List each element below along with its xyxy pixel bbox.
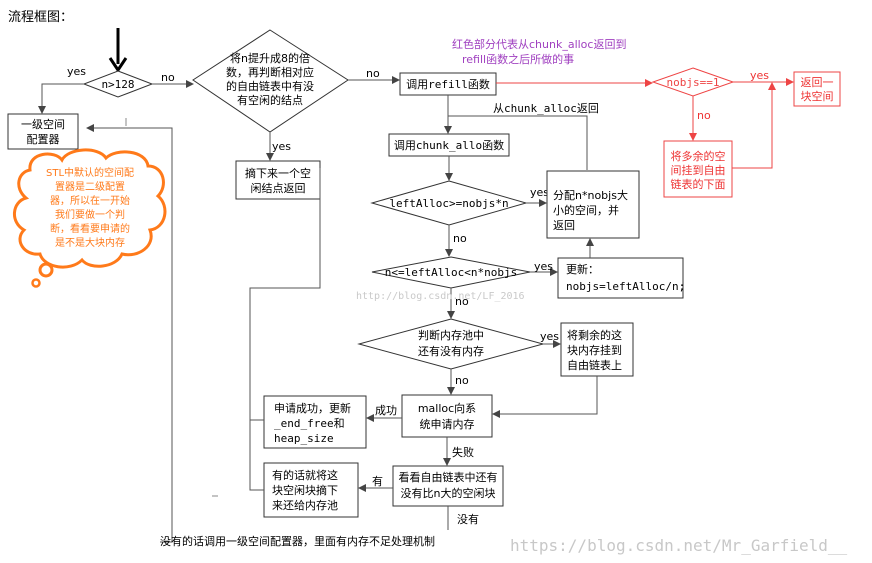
svg-text:置器是二级配置: 置器是二级配置 — [55, 181, 125, 193]
svg-text:调用chunk_allo函数: 调用chunk_allo函数 — [394, 139, 504, 152]
update-nobjs: 更新： nobjs=leftAlloc/n; — [557, 257, 685, 299]
svg-text:申请成功，更新: 申请成功，更新 — [274, 401, 351, 415]
svg-text:将剩余的这: 将剩余的这 — [567, 328, 622, 342]
watermark-center: http://blog.csdn.net/LF_2016 — [356, 291, 525, 302]
svg-text:块空间: 块空间 — [801, 89, 834, 103]
svg-text:判断内存池中: 判断内存池中 — [418, 328, 484, 342]
pool-no-label: no — [455, 374, 469, 387]
svg-text:将多余的空: 将多余的空 — [671, 149, 726, 163]
svg-text:断，看看要申请的: 断，看看要申请的 — [50, 222, 130, 235]
arrow-hang-rest-to-return — [732, 82, 776, 169]
malloc-success-label: 成功 — [375, 404, 397, 417]
svg-text:返回一: 返回一 — [801, 76, 834, 89]
decision-left-ge: leftAlloc>=nobjs*n — [370, 180, 528, 226]
alloc-n-nobjs-block: 分配n*nobjs大 小的空间，并 返回 — [546, 170, 640, 239]
svg-text:数，再判断相对应: 数，再判断相对应 — [226, 65, 314, 79]
malloc-system: malloc向系 统申请内存 — [401, 394, 493, 438]
call-chunk-alloc: 调用chunk_allo函数 — [388, 133, 510, 157]
round-up-no-label: no — [366, 67, 380, 80]
svg-text:配置器: 配置器 — [27, 133, 60, 146]
malloc-fail-label: 失败 — [452, 445, 474, 459]
svg-text:我们要做一个判: 我们要做一个判 — [55, 208, 125, 221]
left-range-no-label: no — [455, 295, 469, 308]
svg-text:leftAlloc>=nobjs*n: leftAlloc>=nobjs*n — [389, 197, 508, 210]
call-refill: 调用refill函数 — [399, 72, 497, 96]
decision-n-gt-128: n>128 — [82, 70, 154, 98]
svg-text:闲结点返回: 闲结点返回 — [251, 181, 306, 195]
chunk-return-label: 从chunk_alloc返回 — [493, 102, 599, 115]
svg-text:块空闲块摘下: 块空闲块摘下 — [272, 483, 338, 497]
red-section-note-1: 红色部分代表从chunk_alloc返回到 — [452, 37, 626, 51]
return-one-block: 返回一 块空间 — [793, 71, 841, 107]
svg-text:来还给内存池: 来还给内存池 — [272, 498, 338, 512]
round-up-yes-label: yes — [272, 140, 291, 153]
svg-text:器，所以在一开始: 器，所以在一开始 — [50, 194, 130, 207]
svg-text:分配n*nobjs大: 分配n*nobjs大 — [553, 188, 628, 202]
arrow-success-loop — [249, 168, 321, 421]
check-none-label: 没有 — [457, 512, 479, 526]
arrow-give-back-loop — [249, 420, 264, 491]
svg-text:有空闲的结点: 有空闲的结点 — [237, 93, 303, 107]
left-range-yes-label: yes — [534, 260, 553, 273]
decision-n-gt-128-label: n>128 — [101, 78, 134, 91]
nobjs-no-label: no — [697, 109, 711, 122]
svg-text:小的空间，并: 小的空间，并 — [553, 203, 619, 217]
svg-text:自由链表上: 自由链表上 — [567, 358, 622, 372]
svg-text:是不是大块内存: 是不是大块内存 — [55, 236, 125, 249]
left-ge-yes-label: yes — [530, 186, 549, 199]
give-back-to-pool: 有的话就将这 块空闲块摘下 来还给内存池 — [263, 462, 359, 518]
decision-nobjs-eq-1: nobjs==1 — [651, 67, 735, 97]
svg-text:看看自由链表中还有: 看看自由链表中还有 — [399, 470, 498, 484]
decision-left-range: n<=leftAlloc<n*nobjs — [371, 256, 531, 289]
svg-text:n<=leftAlloc<n*nobjs: n<=leftAlloc<n*nobjs — [385, 266, 517, 279]
red-section-note-2: refill函数之后所做的事 — [462, 52, 574, 66]
watermark-bottom: https://blog.csdn.net/Mr_Garfield__ — [510, 536, 848, 555]
svg-text:有的话就将这: 有的话就将这 — [272, 468, 338, 482]
hang-pool-to-free-list: 将剩余的这 块内存挂到 自由链表上 — [560, 322, 634, 377]
svg-text:的自由链表中有没: 的自由链表中有没 — [226, 79, 314, 93]
svg-text:间挂到自由: 间挂到自由 — [671, 163, 726, 177]
svg-text:malloc向系: malloc向系 — [418, 401, 476, 415]
arrow-bottom-to-first-level — [86, 124, 173, 543]
decision-round-up: 将n提升成8的倍 数，再判断相对应 的自由链表中有没 有空闲的结点 — [192, 29, 349, 133]
hang-rest-to-free-list: 将多余的空 间挂到自由 链表的下面 — [663, 140, 733, 198]
svg-text:摘下来一个空: 摘下来一个空 — [245, 166, 311, 180]
check-free-list: 看看自由链表中还有 没有比n大的空闲块 — [392, 465, 504, 507]
svg-text:nobjs==1: nobjs==1 — [667, 76, 720, 89]
svg-text:返回: 返回 — [553, 219, 575, 232]
svg-text:统申请内存: 统申请内存 — [420, 417, 475, 431]
start-no-label: no — [161, 71, 175, 84]
svg-text:块内存挂到: 块内存挂到 — [567, 343, 622, 357]
svg-text:nobjs=leftAlloc/n;: nobjs=leftAlloc/n; — [566, 280, 685, 293]
decision-pool-has-memory: 判断内存池中 还有没有内存 — [357, 318, 545, 370]
arrow-start-yes — [38, 83, 84, 114]
svg-text:更新：: 更新： — [566, 262, 599, 276]
cloud-callout: STL中默认的空间配 置器是二级配置 器，所以在一开始 我们要做一个判 断，看看… — [13, 148, 167, 288]
take-free-node: 摘下来一个空 闲结点返回 — [235, 160, 321, 200]
pool-yes-label: yes — [540, 330, 559, 343]
svg-text:heap_size: heap_size — [274, 432, 334, 445]
first-level-allocator: 一级空间 配置器 — [7, 113, 79, 150]
svg-text:没有比n大的空闲块: 没有比n大的空闲块 — [401, 486, 496, 500]
nobjs-yes-label: yes — [750, 69, 769, 82]
arrow-chunk-return — [448, 115, 588, 170]
svg-text:STL中默认的空间配: STL中默认的空间配 — [46, 166, 134, 179]
diagram-title: 流程框图： — [8, 10, 73, 25]
svg-text:还有没有内存: 还有没有内存 — [418, 344, 484, 358]
start-arrow — [108, 28, 128, 73]
start-yes-label: yes — [67, 65, 86, 78]
svg-text:一级空间: 一级空间 — [21, 117, 65, 131]
svg-text:_end_free和: _end_free和 — [274, 417, 345, 430]
left-ge-no-label: no — [453, 232, 467, 245]
bottom-note: 没有的话调用一级空间配置器，里面有内存不足处理机制 — [160, 534, 435, 548]
svg-text:调用refill函数: 调用refill函数 — [406, 78, 490, 91]
svg-text:将n提升成8的倍: 将n提升成8的倍 — [230, 51, 310, 65]
malloc-success-update: 申请成功，更新 _end_free和 heap_size — [263, 395, 367, 449]
check-has-label: 有 — [372, 474, 383, 488]
arrow-hang-pool-to-malloc — [492, 376, 598, 418]
svg-text:链表的下面: 链表的下面 — [671, 177, 726, 191]
